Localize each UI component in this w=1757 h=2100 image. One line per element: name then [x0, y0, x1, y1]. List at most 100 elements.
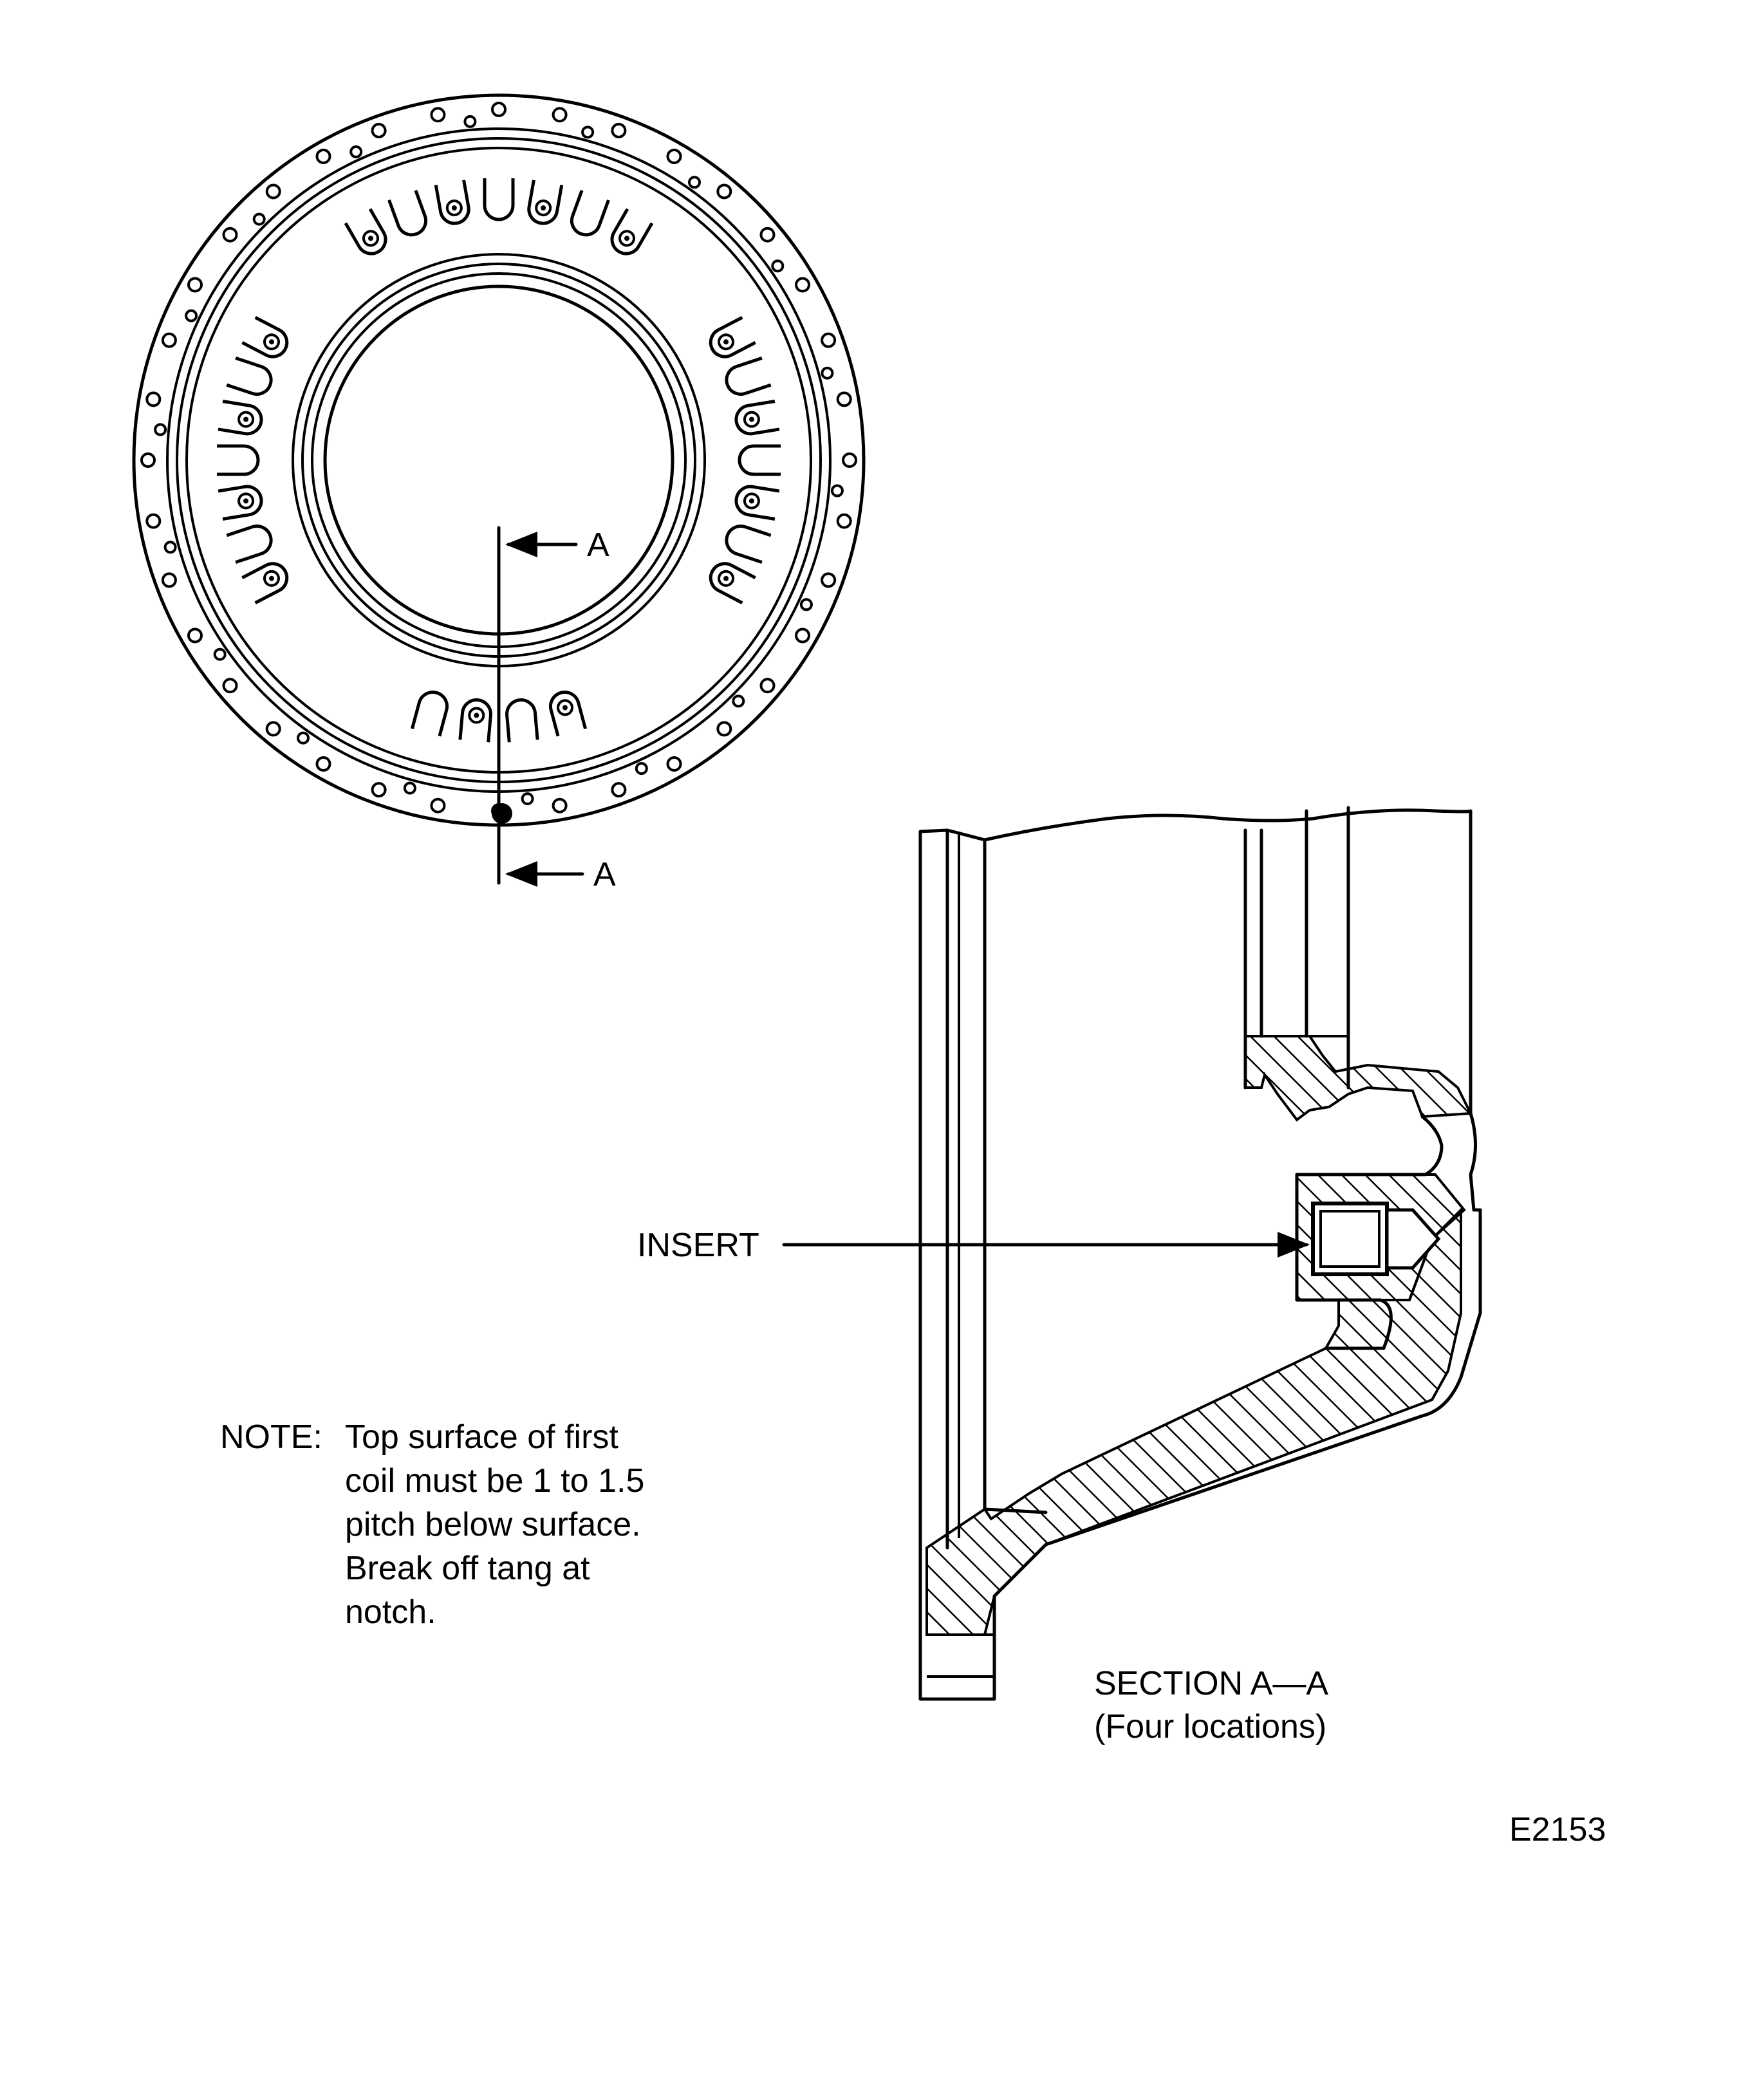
insert-loop-center [748, 416, 754, 422]
bolt-hole [842, 452, 857, 468]
insert-loop-center [268, 339, 274, 345]
section-label-upper: A [587, 526, 609, 564]
bolt-hole [145, 513, 162, 529]
bolt-hole [795, 277, 810, 293]
insert-loop-outline [725, 356, 772, 396]
figure-id: E2153 [1509, 1811, 1606, 1848]
insert-loop-center [624, 236, 629, 241]
insert-loop-hole [362, 230, 379, 247]
installation-note: NOTE: Top surface of first coil must be … [220, 1418, 644, 1631]
insert-loop-outline [549, 691, 588, 737]
bolt-hole [161, 332, 177, 348]
section-cavity [1295, 1115, 1444, 1350]
bolt-hole [222, 227, 238, 243]
flange-top-view: A A [132, 93, 866, 893]
insert-loop-outline [734, 485, 780, 521]
bolt-hole [830, 484, 844, 497]
bore-floor-line [983, 1507, 1048, 1514]
insert-loop [434, 180, 470, 225]
insert-loop-outline [434, 180, 470, 225]
insert-tang [1385, 1208, 1441, 1270]
bolt-hole [666, 149, 682, 164]
insert-loop [725, 356, 772, 396]
insert-loop-outline [226, 525, 273, 564]
insert-loop-outline [709, 316, 756, 358]
insert-loop-hole [556, 699, 573, 716]
bolt-hole [491, 102, 507, 117]
insert-loop [610, 208, 654, 256]
bolt-hole [759, 678, 776, 694]
insert-loop-outline [709, 562, 756, 604]
section-cut-hole [492, 803, 512, 824]
bolt-hole [403, 781, 416, 795]
insert [1311, 1202, 1389, 1276]
insert-loop-outline [738, 444, 781, 476]
insert-loop-center [723, 339, 729, 345]
bolt-hole [297, 731, 310, 745]
insert-loop-center [268, 575, 274, 581]
insert-loop-center [451, 205, 457, 211]
insert-loop-center [723, 575, 729, 581]
insert-loop-outline [344, 208, 387, 256]
insert-loop-outline [241, 316, 289, 358]
insert-loop-outline [610, 208, 654, 256]
insert-loop-center [243, 416, 249, 422]
insert-loop [738, 444, 781, 476]
insert-loop-hole [237, 492, 255, 510]
insert-loop-outline [734, 400, 780, 436]
note-line: notch. [345, 1594, 436, 1631]
insert-loop-center [748, 498, 754, 504]
bolt-hole [521, 792, 534, 806]
insert-loop [709, 316, 756, 358]
bolt-hole [759, 227, 776, 243]
insert-loop-outline [241, 562, 289, 604]
insert-loop [570, 190, 610, 237]
bolt-hole [222, 678, 238, 694]
insert-loop [549, 691, 588, 737]
bolt-hole [265, 183, 281, 200]
insert-loop-outline [570, 190, 610, 237]
bolt-hole [265, 721, 281, 737]
insert-loop-center [243, 498, 249, 504]
insert-loop [218, 400, 263, 436]
section-title: SECTION A—A [1094, 1665, 1328, 1702]
bolt-hole [161, 572, 177, 588]
bolt-hole [430, 797, 446, 813]
insert-loop [344, 208, 387, 256]
bolt-hole [716, 183, 732, 200]
section-subtitle: (Four locations) [1094, 1708, 1326, 1745]
insert-loop-hole [743, 492, 760, 510]
bolt-hole [187, 277, 203, 293]
bolt-hole [836, 513, 852, 529]
insert-loop [387, 190, 428, 237]
insert-loop [734, 400, 780, 436]
insert-loop-outline [505, 698, 539, 743]
insert-loop [241, 316, 289, 358]
insert-loop [725, 525, 772, 564]
insert-loop-outline [527, 180, 564, 225]
insert-loop [458, 698, 492, 743]
bolt-hole [140, 452, 156, 468]
note-line: Top surface of first [345, 1418, 618, 1456]
note-line: coil must be 1 to 1.5 [345, 1462, 644, 1500]
bolt-hole [581, 125, 595, 139]
bolt-hole [611, 782, 627, 798]
bolt-hole [154, 423, 167, 436]
insert-loop [709, 562, 756, 604]
bolt-hole [732, 694, 745, 708]
insert-loop-hole [263, 333, 280, 351]
bolt-hole [611, 122, 627, 138]
insert-loop-hole [535, 200, 552, 217]
section-label-lower: A [593, 856, 616, 893]
insert-loop-outline [218, 400, 263, 436]
insert-loop [483, 178, 515, 221]
insert-loop-outline [217, 444, 260, 476]
insert-loop-outline [458, 698, 492, 743]
bolt-hole [463, 115, 477, 128]
bolt-hole [635, 762, 648, 776]
insert-loop [217, 444, 260, 476]
bolt-hole [145, 391, 162, 407]
insert-loop-outline [483, 178, 515, 221]
bolt-hole [552, 107, 568, 123]
